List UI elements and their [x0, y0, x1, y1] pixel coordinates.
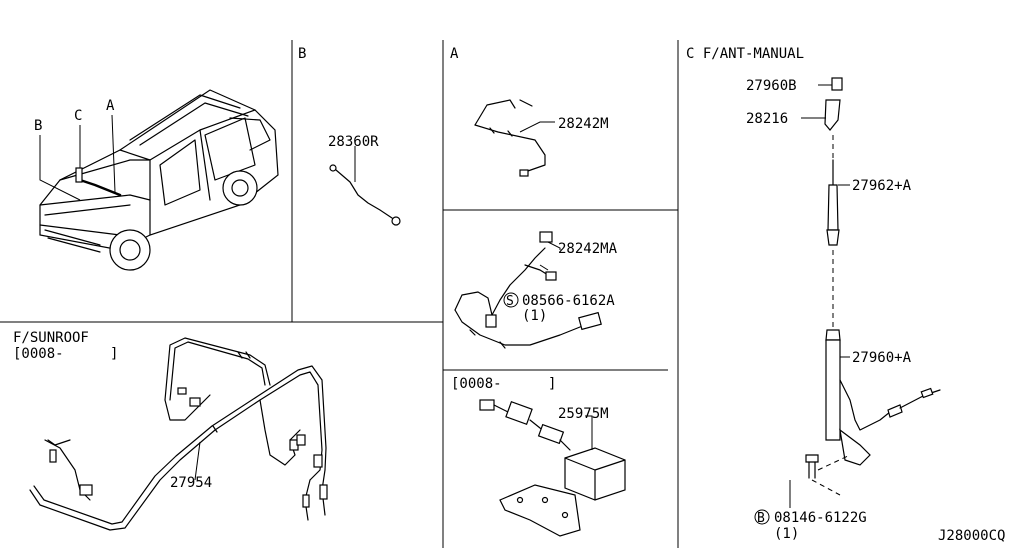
panel-a-title: A — [450, 46, 459, 62]
screw-symbol-circle — [503, 292, 519, 308]
bolt-part-number: 08146-6122G — [774, 510, 867, 526]
part-28242m-label: 28242M — [558, 116, 609, 132]
panel-dividers — [0, 40, 679, 548]
screw-quantity: (1) — [522, 308, 547, 324]
vehicle-illustration — [39, 89, 279, 271]
part-25975m-module — [479, 399, 626, 537]
bolt-symbol: B — [757, 511, 765, 526]
part-28216-label: 28216 — [746, 111, 788, 127]
part-28242ma-harness — [454, 231, 602, 349]
panel-a3-range-close: ] — [548, 376, 556, 392]
panel-a3-range: [0008- — [451, 376, 502, 392]
screw-part-number: 08566-6162A — [522, 293, 615, 309]
sunroof-range-close: ] — [110, 346, 118, 362]
sunroof-title: F/SUNROOF — [13, 330, 89, 346]
diagram-code: J28000CQ — [938, 528, 1005, 544]
callout-b: B — [34, 118, 42, 134]
part-27960a-base — [825, 339, 841, 441]
part-27960a-label: 27960+A — [852, 350, 912, 366]
panel-c-title: C F/ANT-MANUAL — [686, 46, 804, 62]
part-28360r-cable — [329, 146, 401, 226]
bolt-quantity: (1) — [774, 526, 799, 542]
part-27960b-cap — [831, 77, 843, 91]
part-27962a-mast — [827, 184, 839, 231]
antenna-assembly — [789, 77, 941, 508]
callout-a: A — [106, 98, 115, 114]
part-28242ma-label: 28242MA — [558, 241, 618, 257]
part-25975m-label: 25975M — [558, 406, 609, 422]
part-28360r-label: 28360R — [328, 134, 379, 150]
screw-symbol: S — [506, 294, 514, 309]
part-27954-harness — [29, 337, 328, 531]
panel-b-title: B — [298, 46, 306, 62]
bolt-08146-head — [805, 454, 819, 463]
part-27954-label: 27954 — [170, 475, 212, 491]
sunroof-range: [0008- — [13, 346, 64, 362]
part-28216-shroud — [824, 99, 841, 131]
bolt-symbol-circle — [754, 509, 770, 525]
part-27960b-label: 27960B — [746, 78, 797, 94]
part-28242m-harness — [474, 99, 555, 177]
part-27962a-label: 27962+A — [852, 178, 912, 194]
callout-c: C — [74, 108, 82, 124]
